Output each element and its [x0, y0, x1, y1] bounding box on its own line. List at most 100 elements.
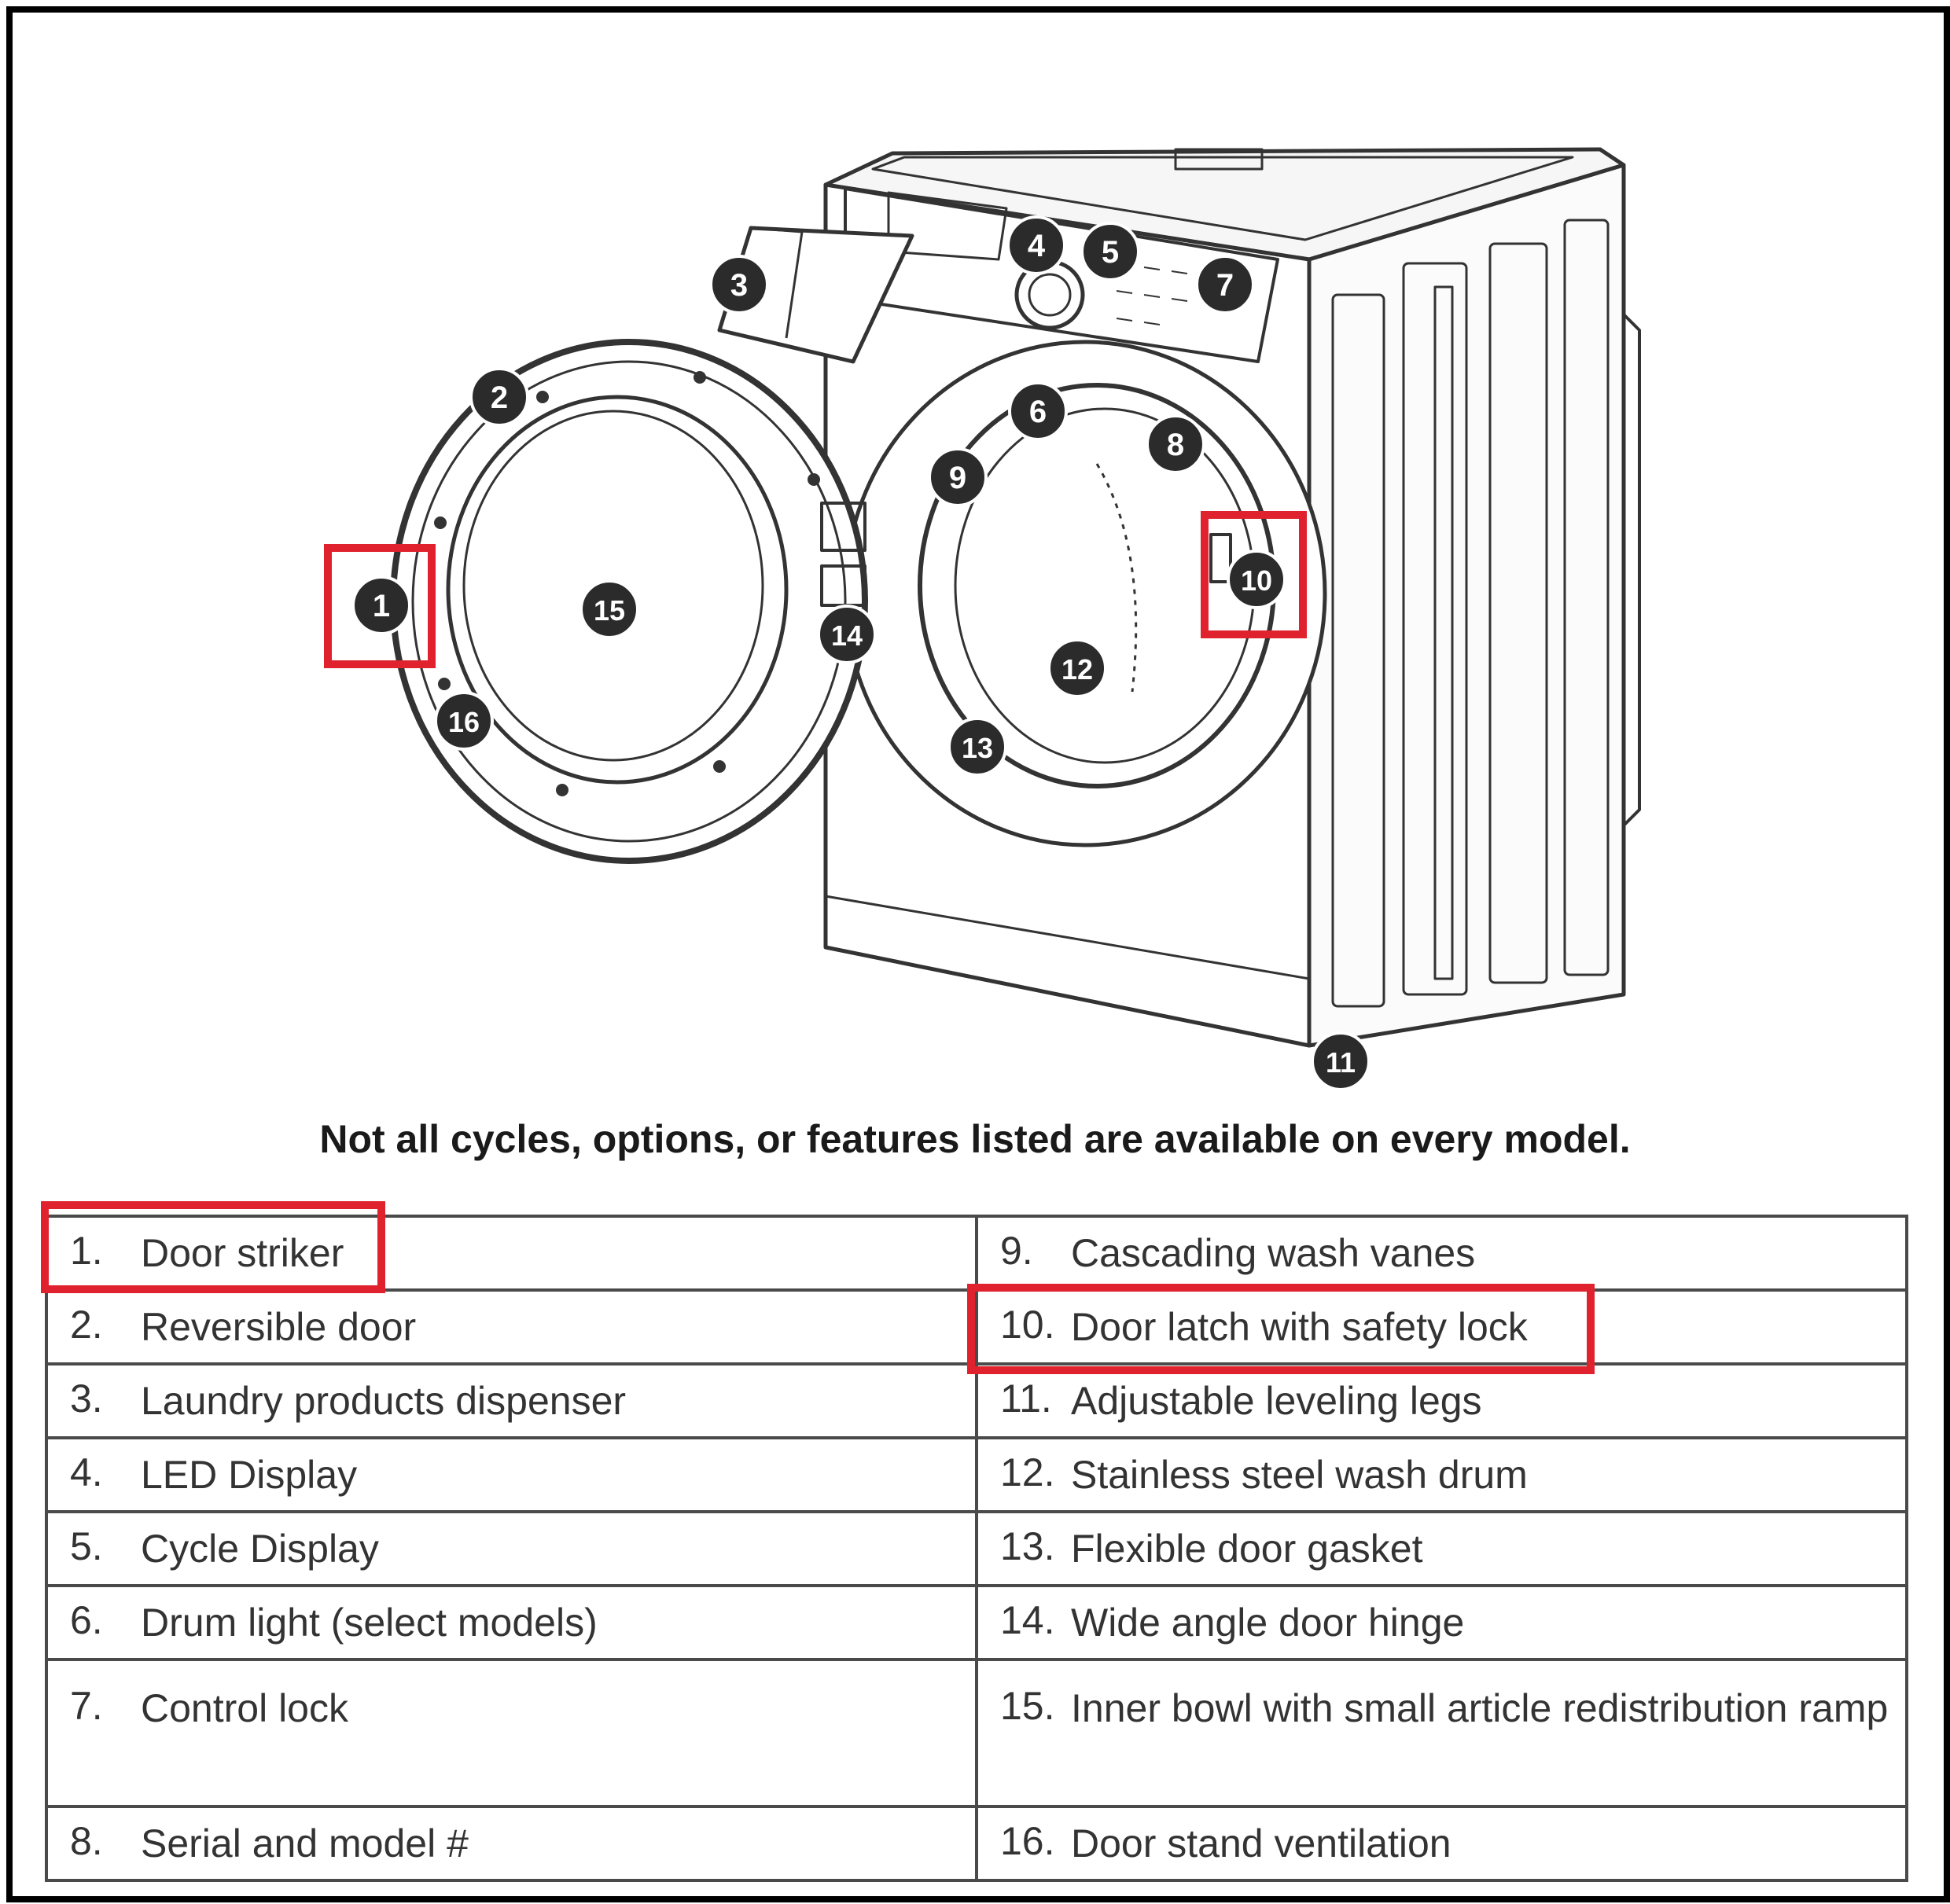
- legend-cell: 9. Cascading wash vanes: [975, 1215, 1908, 1292]
- legend-cell: 7.Control lock: [45, 1658, 978, 1808]
- legend-label: Door stand ventilation: [1071, 1821, 1451, 1865]
- callout-4: 4: [1006, 215, 1066, 275]
- legend-number: 2.: [70, 1302, 103, 1347]
- highlight-box-door-latch: [967, 1284, 1595, 1374]
- callout-number: 4: [1028, 229, 1046, 263]
- legend-label: Laundry products dispenser: [141, 1378, 627, 1423]
- legend-number: 4.: [70, 1450, 103, 1494]
- callout-10: 10: [1227, 550, 1286, 609]
- legend-cell: 13.Flexible door gasket: [975, 1510, 1908, 1587]
- page-frame: [6, 6, 1950, 1902]
- callout-number: 5: [1102, 235, 1119, 270]
- callout-number: 11: [1326, 1046, 1356, 1079]
- legend-cell: 5.Cycle Display: [45, 1510, 978, 1587]
- callout-circle: [1047, 638, 1107, 698]
- callout-circle: [434, 691, 494, 751]
- legend-label: Reversible door: [141, 1304, 417, 1349]
- callout-circle: [1008, 381, 1068, 441]
- washer-illustration: [390, 147, 1641, 1048]
- legend-cell: 1. Door striker: [45, 1215, 978, 1292]
- legend-cell: 12.Stainless steel wash drum: [975, 1436, 1908, 1513]
- legend-row: 1. Door striker 9. Cascading wash vanes: [45, 1215, 1908, 1292]
- callout-number: 1: [373, 589, 390, 623]
- callout-circle: [579, 579, 639, 639]
- callout-circle: [1195, 255, 1255, 314]
- legend-cell: 8. Serial and model #: [45, 1805, 978, 1882]
- callout-12: 12: [1047, 638, 1107, 698]
- callout-15: 15: [579, 579, 639, 639]
- callout-circle: [1006, 215, 1066, 275]
- legend-label: Drum light (select models): [141, 1600, 598, 1645]
- legend-row: 4. LED Display 12.Stainless steel wash dru…: [45, 1436, 1908, 1513]
- legend-label: Door latch with safety lock: [1071, 1304, 1528, 1349]
- callout-circle: [947, 717, 1007, 777]
- legend-number: 3.: [70, 1376, 103, 1421]
- legend-cell: 15. Inner bowl with small article redistr…: [975, 1658, 1908, 1808]
- legend-label: Wide angle door hinge: [1071, 1600, 1465, 1645]
- legend-row: 6. Drum light (select models) 14. Wide angl…: [45, 1584, 1908, 1661]
- highlight-box-callout-1: [324, 544, 436, 668]
- callout-circle: [1227, 550, 1286, 609]
- callout-circle: [1311, 1031, 1371, 1091]
- legend-row: 3. Laundry products dispenser 11.Adjustabl…: [45, 1362, 1908, 1439]
- callout-number: 13: [962, 732, 993, 764]
- legend-cell: 16. Door stand ventilation: [975, 1805, 1908, 1882]
- legend-number: 6.: [70, 1597, 103, 1642]
- callout-number: 2: [491, 380, 508, 415]
- callout-13: 13: [947, 717, 1007, 777]
- callout-number: 9: [949, 461, 966, 495]
- door-hinge: [820, 502, 866, 607]
- legend-cell: 3. Laundry products dispenser: [45, 1362, 978, 1439]
- legend-number: 9.: [1000, 1228, 1033, 1273]
- callout-number: 16: [448, 706, 480, 738]
- callout-9: 9: [928, 447, 988, 507]
- callout-number: 10: [1241, 564, 1272, 597]
- legend-label: Cycle Display: [141, 1526, 379, 1571]
- legend-number: 14.: [1000, 1597, 1055, 1642]
- callout-7: 7: [1195, 255, 1255, 314]
- callout-number: 7: [1216, 268, 1234, 303]
- legend-label: Door striker: [141, 1230, 344, 1275]
- legend-label: Control lock: [141, 1686, 348, 1730]
- highlight-box-door-striker: [41, 1201, 385, 1293]
- legend-cell: 6. Drum light (select models): [45, 1584, 978, 1661]
- legend-cell: 11.Adjustable leveling legs: [975, 1362, 1908, 1439]
- callout-number: 12: [1061, 653, 1093, 686]
- callout-circle: [928, 447, 988, 507]
- legend-label: Inner bowl with small article redistribu…: [1071, 1686, 1889, 1730]
- legend-number: 10.: [1000, 1302, 1055, 1347]
- callout-number: 8: [1167, 428, 1184, 462]
- legend-row: 2. Reversible door 10. Door latch with safe…: [45, 1288, 1908, 1366]
- callout-number: 14: [831, 619, 863, 652]
- callout-5: 5: [1080, 222, 1140, 281]
- legend-cell: 2. Reversible door: [45, 1288, 978, 1366]
- highlight-box-callout-10: [1201, 511, 1307, 638]
- legend-row: 8. Serial and model # 16. Door stand ventil…: [45, 1805, 1908, 1882]
- callout-3: 3: [709, 255, 769, 314]
- callout-number: 3: [730, 268, 748, 303]
- legend-label: Adjustable leveling legs: [1071, 1378, 1482, 1423]
- callout-6: 6: [1008, 381, 1068, 441]
- legend-row: 7.Control lock 15. Inner bowl with small a…: [45, 1658, 1908, 1808]
- callout-circle: [817, 605, 877, 664]
- legend-number: 13.: [1000, 1524, 1055, 1568]
- callout-circle: [469, 367, 529, 427]
- callout-number: 15: [594, 594, 625, 627]
- legend-number: 16.: [1000, 1818, 1055, 1863]
- callout-1: 1: [351, 575, 411, 635]
- legend-number: 12.: [1000, 1450, 1055, 1494]
- legend-cell: 10. Door latch with safety lock: [975, 1288, 1908, 1366]
- legend-number: 15.: [1000, 1684, 1055, 1728]
- callout-number: 6: [1029, 395, 1047, 429]
- availability-note: Not all cycles, options, or features lis…: [319, 1117, 1631, 1161]
- callout-16: 16: [434, 691, 494, 751]
- callout-8: 8: [1146, 414, 1205, 474]
- legend-label: Cascading wash vanes: [1071, 1230, 1476, 1275]
- legend-label: Serial and model #: [141, 1821, 469, 1865]
- legend-number: 1.: [70, 1228, 103, 1273]
- callout-circle: [351, 575, 411, 635]
- legend-label: LED Display: [141, 1452, 358, 1497]
- legend-number: 8.: [70, 1818, 103, 1863]
